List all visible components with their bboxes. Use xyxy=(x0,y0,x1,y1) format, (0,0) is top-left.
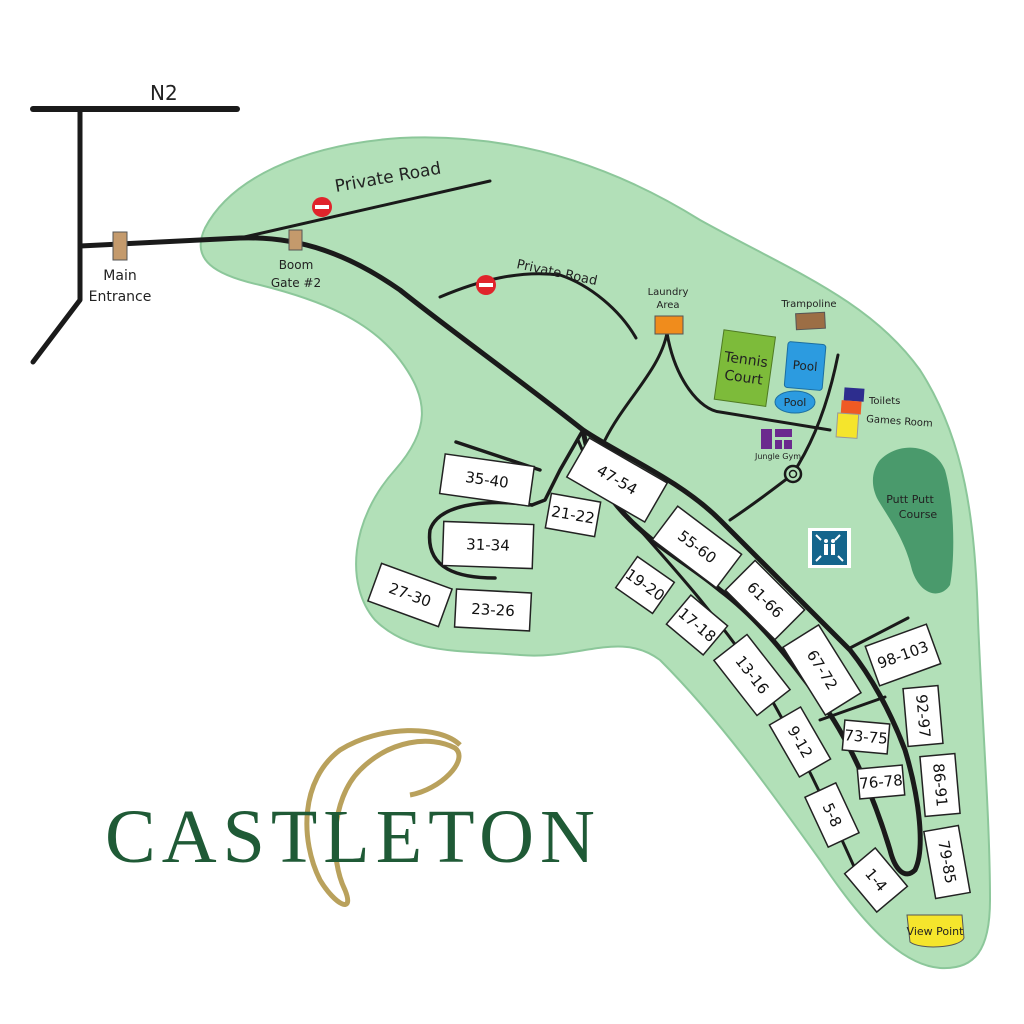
plot-box xyxy=(712,633,792,717)
plot-box xyxy=(438,453,536,507)
plot-1-4: 1-4 xyxy=(843,846,909,914)
no-entry-icon xyxy=(312,197,332,217)
pool-oval xyxy=(774,390,816,414)
plot-92-97: 92-97 xyxy=(902,684,944,748)
castleton-logo: CASTLETON xyxy=(105,728,601,907)
plot-76-78: 76-78 xyxy=(856,764,906,800)
plot-label: 73-75 xyxy=(844,726,889,748)
yellow-block xyxy=(835,412,860,439)
plot-17-18: 17-18 xyxy=(665,593,729,657)
plot-47-54: 47-54 xyxy=(565,436,669,524)
view-point: View Point xyxy=(906,914,965,948)
plot-21-22: 21-22 xyxy=(544,492,602,538)
main-road xyxy=(77,235,923,877)
games-room-block xyxy=(840,400,862,415)
plot-79-85: 79-85 xyxy=(922,824,972,900)
plot-box xyxy=(902,684,944,748)
games-room-label: Games Room xyxy=(866,414,933,430)
main-entrance-gate xyxy=(112,231,128,261)
plot-box xyxy=(864,623,942,687)
logo-text: CASTLETON xyxy=(105,795,601,879)
jungle-gym xyxy=(761,429,792,449)
plot-67-72: 67-72 xyxy=(781,623,863,717)
laundry-area xyxy=(654,315,684,335)
plot-label: 35-40 xyxy=(464,468,510,492)
roundabout-icon xyxy=(783,464,803,484)
jungle-gym-label: Jungle Gym xyxy=(754,452,801,461)
plot-19-20: 19-20 xyxy=(614,555,676,615)
plot-label: 76-78 xyxy=(859,771,904,793)
n2-highway xyxy=(30,106,240,365)
plot-box xyxy=(453,588,533,632)
plot-5-8: 5-8 xyxy=(803,781,861,849)
plot-73-75: 73-75 xyxy=(841,719,891,755)
plot-27-30: 27-30 xyxy=(366,562,454,628)
plot-86-91: 86-91 xyxy=(919,752,961,818)
boom-gate xyxy=(288,229,303,251)
svg-text:TennisCourt: TennisCourt xyxy=(720,349,769,389)
logo-c-flourish xyxy=(304,728,462,907)
n2-label: N2 xyxy=(150,81,178,105)
plot-label: 31-34 xyxy=(466,535,510,555)
plot-box xyxy=(565,436,669,524)
pool-rectangular: Pool xyxy=(783,341,827,391)
plot-box xyxy=(843,846,909,914)
plot-label: 92-97 xyxy=(912,694,934,739)
trampoline-label: Trampoline xyxy=(780,299,836,310)
toilets-block xyxy=(843,387,865,402)
plot-box xyxy=(922,824,972,900)
assembly-point-icon xyxy=(808,528,851,568)
plot-box xyxy=(651,505,743,589)
plot-55-60: 55-60 xyxy=(651,505,743,589)
plot-9-12: 9-12 xyxy=(768,705,832,779)
plot-box xyxy=(665,593,729,657)
toilets-label: Toilets xyxy=(868,396,900,407)
plot-23-26: 23-26 xyxy=(453,588,533,632)
tennis-court: TennisCourt xyxy=(713,329,777,407)
plot-box xyxy=(781,623,863,717)
plot-box xyxy=(441,520,535,570)
plot-box xyxy=(724,559,806,641)
plot-31-34: 31-34 xyxy=(441,520,535,570)
plot-box xyxy=(366,562,454,628)
plot-98-103: 98-103 xyxy=(864,623,942,687)
svg-text:Pool: Pool xyxy=(792,358,818,374)
plot-13-16: 13-16 xyxy=(712,633,792,717)
plot-35-40: 35-40 xyxy=(438,453,536,507)
plot-label: 23-26 xyxy=(471,600,515,620)
trampoline xyxy=(795,311,826,331)
svg-text:Pool: Pool xyxy=(784,396,807,409)
plot-box xyxy=(919,752,961,818)
plot-box xyxy=(841,719,891,755)
plot-61-66: 61-66 xyxy=(724,559,806,641)
svg-text:View Point: View Point xyxy=(907,925,965,938)
no-entry-icon xyxy=(476,275,496,295)
plot-box xyxy=(768,705,832,779)
plot-box xyxy=(803,781,861,849)
plot-box xyxy=(614,555,676,615)
putt-putt-course xyxy=(872,447,954,594)
plot-box xyxy=(856,764,906,800)
plot-label: 86-91 xyxy=(929,763,951,808)
plot-box xyxy=(544,492,602,538)
